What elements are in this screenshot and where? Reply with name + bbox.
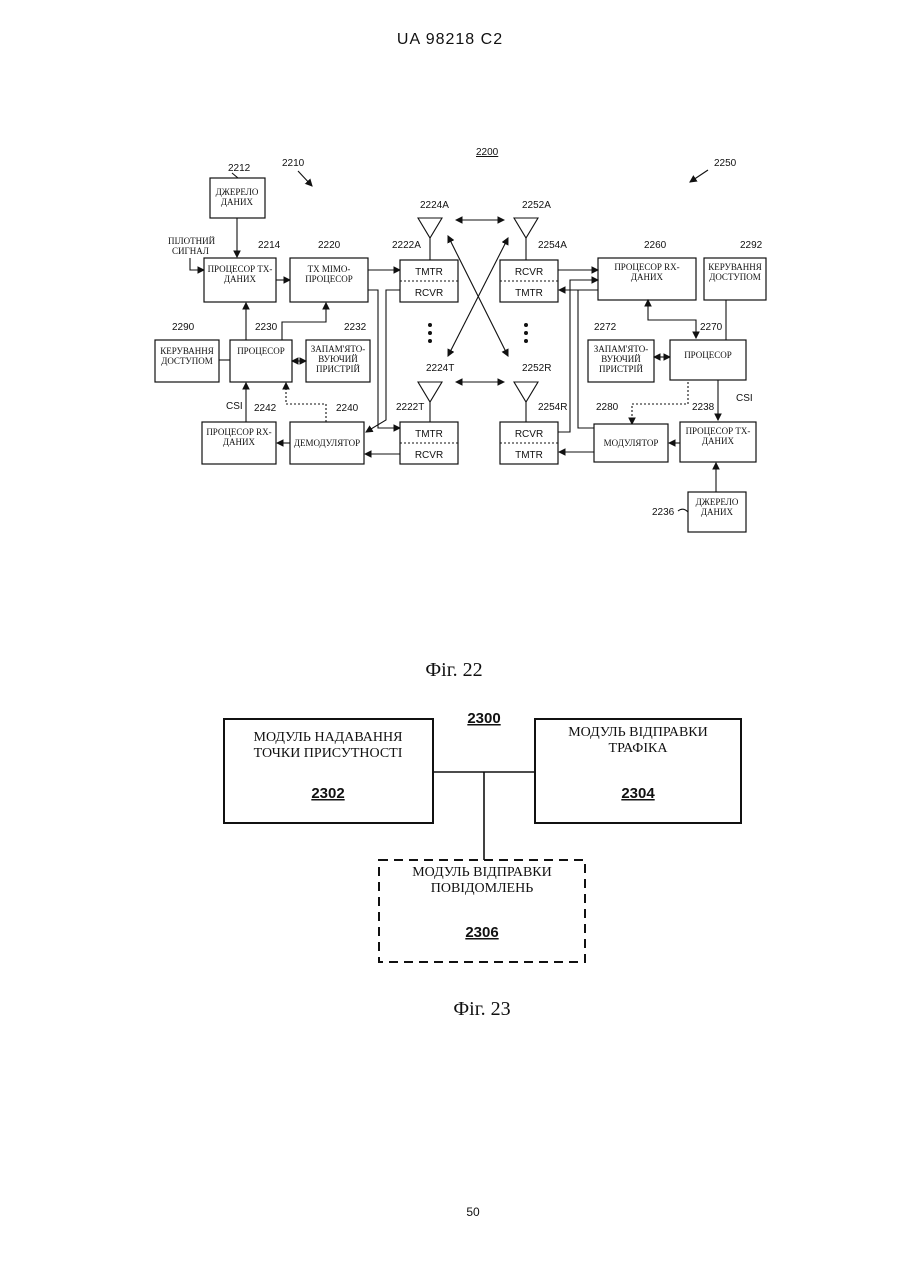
side-a-ref: 2210 — [282, 158, 305, 169]
ant-a1-num: 2224A — [420, 200, 449, 211]
m2-l1: МОДУЛЬ ВІДПРАВКИ — [568, 725, 708, 740]
m1-l2: ТОЧКИ ПРИСУТНОСТІ — [254, 746, 403, 761]
m1-l1: МОДУЛЬ НАДАВАННЯ — [254, 730, 403, 745]
mem-a-l1: ЗАПАМ'ЯТО- — [311, 344, 366, 354]
rxp-b-num: 2260 — [644, 240, 667, 251]
side-b-ref: 2250 — [714, 158, 737, 169]
txp-a-num: 2214 — [258, 240, 281, 251]
tr-b1-top: RCVR — [515, 267, 543, 278]
rxp-b-l2: ДАНИХ — [631, 272, 664, 282]
m3-num: 2306 — [465, 924, 498, 941]
ant-b1-num: 2252A — [522, 200, 551, 211]
tr-br-num: 2254R — [538, 402, 567, 413]
acc-a-num: 2290 — [172, 322, 195, 333]
fig22-ref: 2200 — [476, 147, 499, 158]
figure-22: 2200 2210 2250 2212 ДЖЕРЕЛО ДАНИХ ПІЛОТН… — [155, 147, 766, 681]
rxp-b-l1: ПРОЦЕСОР RX- — [614, 262, 679, 272]
antenna-a1-icon — [418, 218, 442, 238]
demod-num: 2240 — [336, 403, 359, 414]
mem-a-l2: ВУЮЧИЙ — [318, 354, 358, 364]
fig22-caption: Фіг. 22 — [425, 659, 482, 681]
src-a-l1: ДЖЕРЕЛО — [216, 187, 259, 197]
tr-a1-top: TMTR — [415, 267, 443, 278]
tr-a1-bot: RCVR — [415, 288, 443, 299]
patent-header: UA 98218 C2 — [397, 31, 503, 48]
tr-at-top: TMTR — [415, 429, 443, 440]
src-a-l2: ДАНИХ — [221, 197, 254, 207]
tr-br-top: RCVR — [515, 429, 543, 440]
mod-l1: МОДУЛЯТОР — [604, 438, 659, 448]
txp-a-l2: ДАНИХ — [224, 274, 257, 284]
src-b-num: 2236 — [652, 507, 675, 518]
txp-b-l1: ПРОЦЕСОР ТХ- — [686, 426, 751, 436]
m3-l1: МОДУЛЬ ВІДПРАВКИ — [412, 865, 552, 880]
tr-at-num: 2222T — [396, 402, 424, 413]
page-number: 50 — [466, 1205, 480, 1219]
src-b-l2: ДАНИХ — [701, 507, 734, 517]
pilot-l1: ПІЛОТНИЙ — [168, 236, 216, 246]
mem-a-l3: ПРИСТРІЙ — [316, 364, 361, 374]
mimo-l1: ТХ МІМО- — [308, 264, 351, 274]
demod-l1: ДЕМОДУЛЯТОР — [294, 438, 360, 448]
acc-a-l1: КЕРУВАННЯ — [160, 346, 214, 356]
mem-b-l1: ЗАПАМ'ЯТО- — [594, 344, 649, 354]
m3-l2: ПОВІДОМЛЕНЬ — [431, 881, 534, 896]
rxp-a-num: 2242 — [254, 403, 277, 414]
m2-num: 2304 — [621, 785, 655, 802]
m2-l2: ТРАФІКА — [609, 741, 669, 756]
acc-b-l2: ДОСТУПОМ — [709, 272, 761, 282]
rxp-a-l1: ПРОЦЕСОР RX- — [206, 427, 271, 437]
acc-b-l1: КЕРУВАННЯ — [708, 262, 762, 272]
mod-num: 2280 — [596, 402, 619, 413]
src-a-num: 2212 — [228, 163, 251, 174]
tr-br-bot: TMTR — [515, 450, 543, 461]
txp-b-l2: ДАНИХ — [702, 436, 735, 446]
proc-a-l1: ПРОЦЕСОР — [237, 346, 285, 356]
mem-b-l2: ВУЮЧИЙ — [601, 354, 641, 364]
mem-a-num: 2232 — [344, 322, 367, 333]
tr-at-bot: RCVR — [415, 450, 443, 461]
antenna-b1-icon — [514, 218, 538, 238]
tr-b1-bot: TMTR — [515, 288, 543, 299]
mimo-l2: ПРОЦЕСОР — [305, 274, 353, 284]
csi-a-label: CSI — [226, 401, 243, 412]
proc-b-l1: ПРОЦЕСОР — [684, 350, 732, 360]
figure-23: 2300 МОДУЛЬ НАДАВАННЯ ТОЧКИ ПРИСУТНОСТІ … — [224, 710, 741, 1020]
acc-b-num: 2292 — [740, 240, 763, 251]
mem-b-num: 2272 — [594, 322, 617, 333]
acc-a-l2: ДОСТУПОМ — [161, 356, 213, 366]
processor-b-box — [670, 340, 746, 380]
tr-b1-num: 2254A — [538, 240, 567, 251]
mem-b-l3: ПРИСТРІЙ — [599, 364, 644, 374]
ant-br-num: 2252R — [522, 363, 551, 374]
mimo-num: 2220 — [318, 240, 341, 251]
rxp-a-l2: ДАНИХ — [223, 437, 256, 447]
proc-b-num: 2270 — [700, 322, 723, 333]
tr-a1-num: 2222A — [392, 240, 421, 251]
pilot-l2: СИГНАЛ — [172, 246, 209, 256]
src-b-l1: ДЖЕРЕЛО — [696, 497, 739, 507]
proc-a-num: 2230 — [255, 322, 278, 333]
txp-b-num: 2238 — [692, 402, 715, 413]
antenna-at-icon — [418, 382, 442, 402]
fig23-ref: 2300 — [467, 710, 500, 727]
antenna-br-icon — [514, 382, 538, 402]
txp-a-l1: ПРОЦЕСОР ТХ- — [208, 264, 273, 274]
ant-at-num: 2224T — [426, 363, 454, 374]
fig23-caption: Фіг. 23 — [453, 998, 510, 1020]
csi-b-label: CSI — [736, 393, 753, 404]
m1-num: 2302 — [311, 785, 344, 802]
